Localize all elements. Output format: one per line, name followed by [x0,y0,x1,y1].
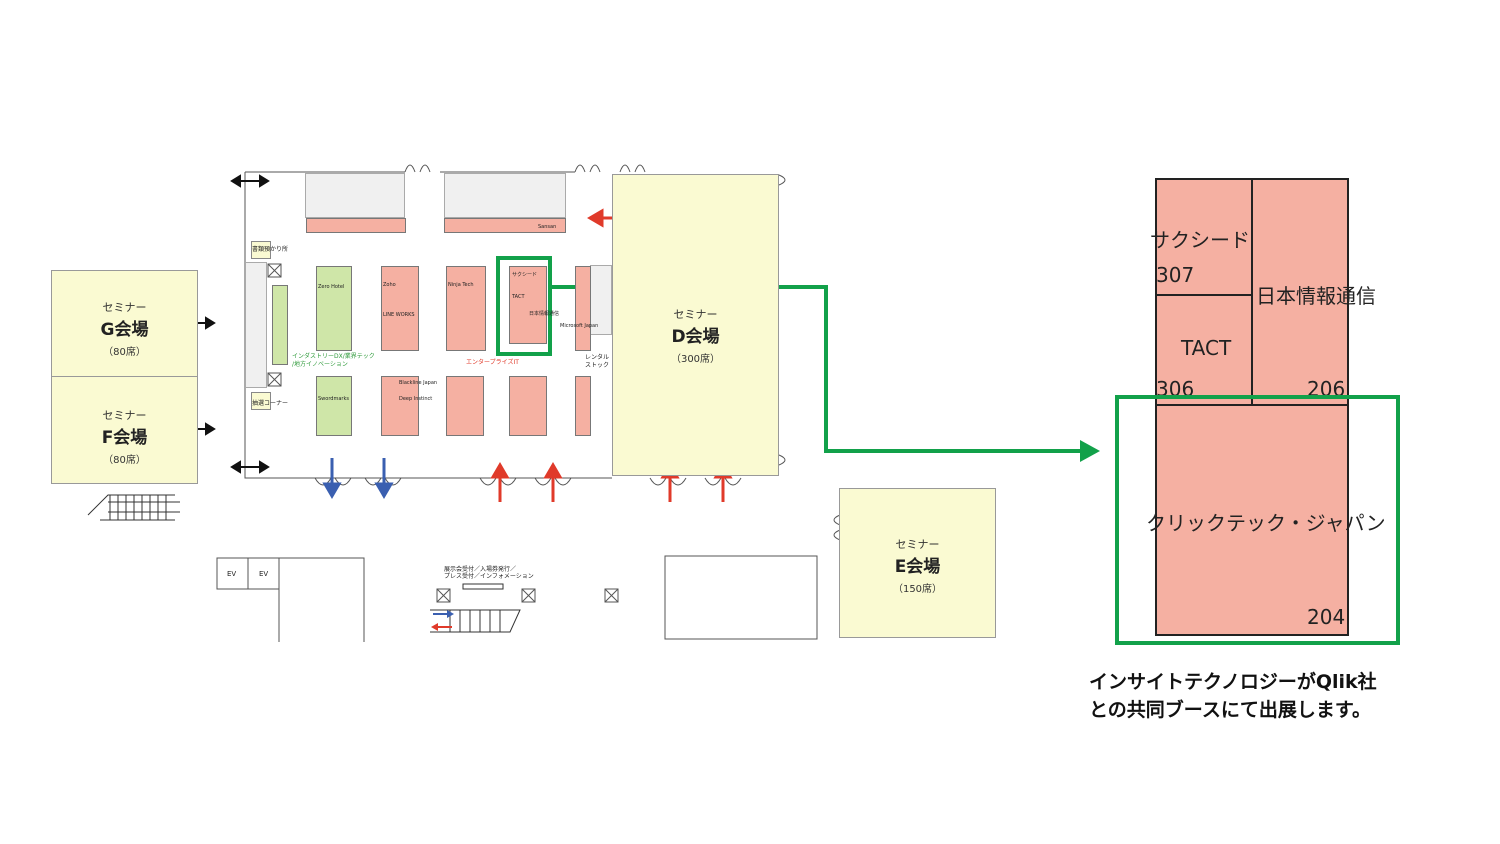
exhibit-note-line2: との共同ブースにて出展します。 [1089,699,1371,721]
document-desk [251,241,271,259]
booth-name-206: 日本情報通信 [1256,284,1376,308]
booth-number-307: 307 [1156,263,1195,287]
hall-d-seats: （300席） [670,354,721,365]
booth-label: Sansan [538,224,557,230]
hall-e-seats: （150席） [892,584,943,595]
hall-d: セミナー D会場 （300席） [612,174,779,476]
hall-g-sub: セミナー [102,301,147,314]
booth-name-306: TACT [1181,336,1232,360]
top-area-right [444,173,566,218]
hall-e-name: E会場 [894,557,941,577]
booth-name-307: サクシード [1150,228,1250,252]
zone-label-red: エンタープライズIT [466,359,519,366]
elevator-label: EV [227,570,237,578]
booth-row-top-left [306,218,406,233]
booth-block-5 [446,376,484,436]
left-wall-area [245,262,267,388]
lottery-desk [251,392,271,410]
booth-label: Ninja Tech [448,282,474,288]
booth-label: LINE WORKS [383,312,415,318]
booth-detail-204 [1155,404,1349,636]
booth-label: Deep Instinct [399,396,433,402]
booth-block-7 [575,376,591,436]
booth-label: Zoho [383,282,396,288]
hall-g-name: G会場 [100,320,149,340]
booth-block-2 [446,266,486,351]
hall-g-seats: （80席） [103,347,146,358]
rental-stock-label: レンタル ストック [585,354,610,369]
hall-d-name: D会場 [671,327,720,347]
lottery-desk-label: 抽選コーナー [252,400,289,407]
booth-block-3 [575,266,591,351]
booth-block-1 [381,266,419,351]
hall-d-label: セミナー D会場 （300席） [613,306,778,365]
hall-e: セミナー E会場 （150席） [839,488,996,638]
booth-label: TACT [512,294,525,300]
hall-g-label: セミナー G会場 （80席） [52,299,197,358]
document-desk-label: 書類預かり所 [252,246,289,253]
booth-name-204: クリックテック・ジャパン [1146,511,1386,535]
elevator-label: EV [259,570,269,578]
top-area-left [305,173,405,218]
booth-label: Blackline Japan [399,380,438,386]
booth-number-204: 204 [1307,605,1346,629]
booth-label: Swordmarks [318,396,349,402]
booth-block-4 [381,376,419,436]
detail-highlight-frame [1115,395,1400,645]
green-booth-strip [272,285,288,365]
exhibit-note-line1: インサイトテクノロジーがQlik社 [1089,671,1377,693]
hall-g: セミナー G会場 （80席） [51,270,198,377]
hall-e-sub: セミナー [895,538,940,551]
booth-block-highlighted [509,266,547,344]
booth-detail-206 [1251,178,1349,406]
booth-row-top-right [444,218,566,233]
hall-f: セミナー F会場 （80席） [51,376,198,484]
booth-block-6 [509,376,547,436]
registration-label: 展示会受付／入場券発行／ プレス受付／インフォメーション [444,566,534,580]
hall-f-sub: セミナー [102,409,147,422]
booth-label: 日本情報通信 [529,311,560,317]
hall-f-name: F会場 [101,428,148,448]
booth-label: サクシード [512,272,538,278]
exhibit-note: インサイトテクノロジーがQlik社 との共同ブースにて出展します。 [1089,668,1377,724]
zone-label-green: インダストリーDX/業界テック /地方イノベーション [292,353,375,368]
hall-e-label: セミナー E会場 （150席） [840,536,995,595]
booth-label: Microsoft Japan [560,323,599,329]
green-booth-block-1 [316,266,352,351]
booth-label: Zero Hotel [318,284,345,290]
hall-f-label: セミナー F会場 （80席） [52,407,197,466]
hall-f-seats: （80席） [103,455,146,466]
green-booth-block-2 [316,376,352,436]
hall-d-sub: セミナー [673,308,718,321]
